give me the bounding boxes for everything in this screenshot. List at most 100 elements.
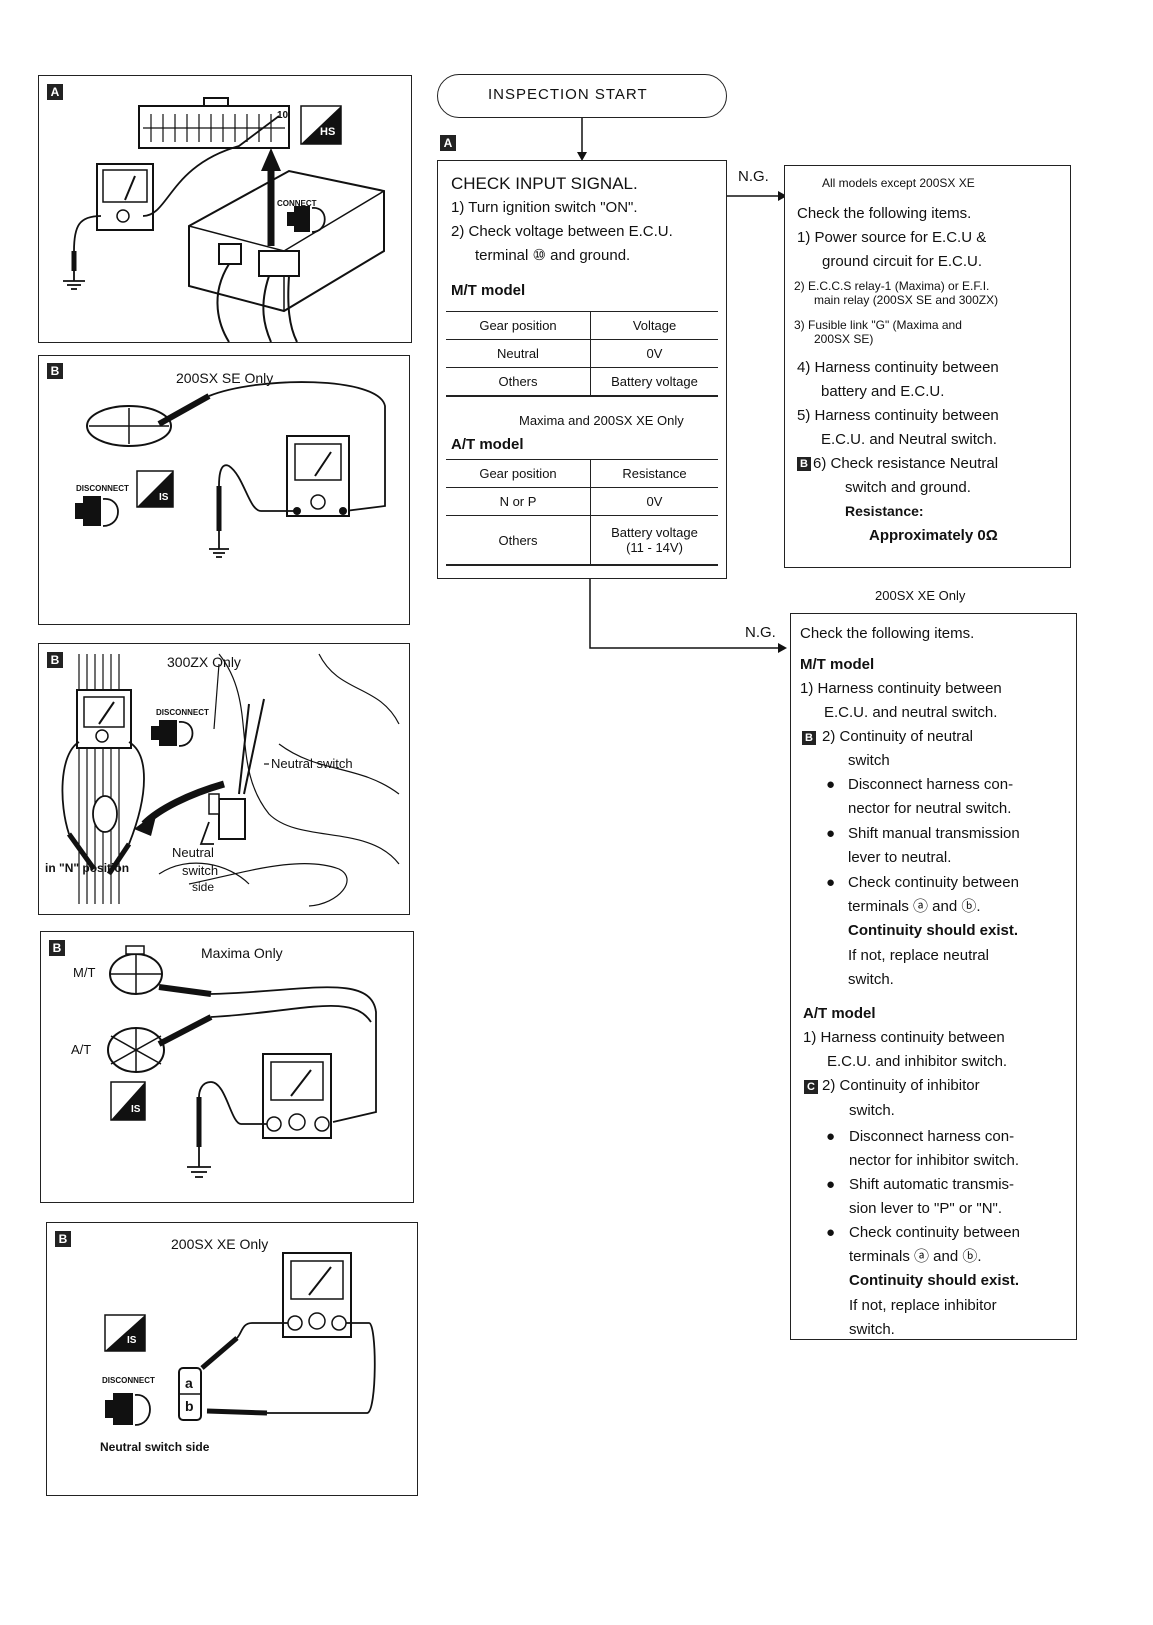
panel-title: 200SX XE Only [171, 1236, 269, 1252]
neutral-switch-side-label-3: side [192, 880, 215, 894]
table-cell: Others [446, 367, 591, 397]
ng2-at-line: 1) Harness continuity between [803, 1029, 1005, 1046]
at-note: Maxima and 200SX XE Only [519, 413, 684, 428]
maxima-ohmmeter-illustration [107, 945, 377, 1178]
ng2-at-line: Continuity should exist. [849, 1272, 1020, 1289]
table-cell: Battery voltage (11 - 14V) [590, 515, 718, 566]
bullet-icon: ● [826, 1224, 836, 1241]
is-badge-label: IS [159, 492, 169, 503]
is-badge-label: IS [127, 1335, 137, 1346]
table-cell: N or P [446, 487, 591, 516]
ng2-mt-line: 1) Harness continuity between [800, 680, 1002, 697]
is-badge-label: IS [131, 1104, 141, 1115]
ng1-item: Approximately 0Ω [869, 527, 998, 544]
table-cell: Neutral [446, 339, 591, 368]
ng1-tag-b: B [797, 457, 811, 471]
ng2-at-heading: A/T model [803, 1005, 876, 1022]
pin-number-label: 10 [277, 110, 289, 121]
inspection-start-label: INSPECTION START [488, 86, 648, 103]
at-resistance-table: Gear position Resistance N or P 0V Other… [446, 459, 718, 566]
ng-box-1-header: All models except 200SX XE [822, 176, 975, 190]
ng1-item: 4) Harness continuity between [797, 359, 999, 376]
ng2-at-line: Shift automatic transmis- [849, 1176, 1015, 1193]
mt-model-heading: M/T model [451, 282, 526, 299]
ng2-at-line: 2) Continuity of inhibitor [822, 1077, 980, 1094]
check-box-title: CHECK INPUT SIGNAL. [451, 174, 638, 193]
table-row: Neutral 0V [446, 339, 718, 368]
ecu-voltage-illustration [63, 97, 385, 343]
check-step-2a: 2) Check voltage between E.C.U. [451, 223, 673, 240]
table-row: Others Battery voltage [446, 367, 718, 397]
ng2-at-line: sion lever to "P" or "N". [849, 1200, 1003, 1217]
table-cell: Others [446, 515, 591, 566]
bullet-icon: ● [826, 825, 836, 842]
diagram-panel-200sx-se: B 200SX SE Only DISCONNECT IS [38, 355, 410, 625]
table-header-cell: Gear position [446, 311, 591, 340]
diagram-panel-ecu-voltage: A [38, 75, 412, 343]
in-n-position-label: in "N" position [45, 861, 130, 875]
section-tag-a: A [47, 84, 63, 100]
panel-title: Maxima Only [201, 945, 283, 961]
ng2-mt-line: terminals ⓐ and ⓑ. [848, 898, 981, 915]
ng2-mt-line: lever to neutral. [848, 849, 952, 866]
mt-voltage-table: Gear position Voltage Neutral 0V Others … [446, 311, 718, 397]
check-step-2b: terminal ⑩ and ground. [475, 247, 631, 264]
ng2-mt-line: Shift manual transmission [848, 825, 1020, 842]
section-tag-b: B [55, 1231, 71, 1247]
ng-box-all-models [784, 165, 1071, 568]
ng-box-2-header: 200SX XE Only [875, 588, 966, 603]
ng2-mt-heading: M/T model [800, 656, 875, 673]
ng1-item: E.C.U. and Neutral switch. [821, 431, 997, 448]
ng1-item: 1) Power source for E.C.U & [797, 229, 987, 246]
table-row: Gear position Resistance [446, 459, 718, 488]
ng2-mt-line: E.C.U. and neutral switch. [824, 704, 998, 721]
ng2-mt-line: 2) Continuity of neutral [822, 728, 973, 745]
ng2-at-line: switch. [849, 1102, 895, 1119]
ng2-mt-line: Disconnect harness con- [848, 776, 1014, 793]
ng2-at-line: terminals ⓐ and ⓑ. [849, 1248, 982, 1265]
ng2-at-line: Disconnect harness con- [849, 1128, 1015, 1145]
ng2-mt-line: nector for neutral switch. [848, 800, 1012, 817]
ng1-item: 200SX SE) [814, 332, 874, 346]
ohmmeter-illustration [75, 381, 386, 558]
panel-title: 200SX SE Only [176, 370, 274, 386]
ng1-item: 3) Fusible link "G" (Maxima and [794, 318, 962, 332]
diagram-panel-300zx: B 300ZX Only DISCON [38, 643, 410, 915]
table-cell: 0V [590, 339, 718, 368]
at-model-heading: A/T model [451, 436, 524, 453]
disconnect-label: DISCONNECT [156, 708, 209, 717]
ng2-at-line: E.C.U. and inhibitor switch. [827, 1053, 1008, 1070]
ng1-item: main relay (200SX SE and 300ZX) [814, 293, 999, 307]
ng2-mt-line: switch. [848, 971, 894, 988]
ng-box-2-intro: Check the following items. [800, 625, 975, 642]
table-row: N or P 0V [446, 487, 718, 516]
ng2-at-line: If not, replace inhibitor [849, 1297, 997, 1314]
ng-box-200sx-xe [790, 613, 1077, 1340]
table-cell: 0V [590, 487, 718, 516]
ng2-mt-line: switch [848, 752, 890, 769]
ng2-at-line: switch. [849, 1321, 895, 1338]
ng2-at-line: Check continuity between [849, 1224, 1020, 1241]
ng1-item: 6) Check resistance Neutral [813, 455, 999, 472]
ng2-mt-line: Continuity should exist. [848, 922, 1019, 939]
section-tag-b: B [47, 652, 63, 668]
ng2-at-line: nector for inhibitor switch. [849, 1152, 1020, 1169]
neutral-switch-illustration [61, 653, 400, 907]
mt-label: M/T [73, 965, 96, 980]
table-row: Others Battery voltage (11 - 14V) [446, 515, 718, 566]
terminal-a-label: a [185, 1375, 193, 1391]
ng1-item: switch and ground. [845, 479, 971, 496]
table-cell: Battery voltage [590, 367, 718, 397]
neutral-switch-side-label-2: switch [182, 863, 219, 878]
ng2-mt-line: Check continuity between [848, 874, 1019, 891]
at-label: A/T [71, 1042, 92, 1057]
check-step-1: 1) Turn ignition switch "ON". [451, 199, 638, 216]
ng1-item: Resistance: [845, 503, 924, 519]
inspection-start-terminal [437, 74, 727, 118]
table-row: Gear position Voltage [446, 311, 718, 340]
bullet-icon: ● [826, 874, 836, 891]
hs-badge-label: HS [320, 126, 336, 138]
ng-box-1-intro: Check the following items. [797, 205, 972, 222]
neutral-switch-side-label-1: Neutral [172, 845, 214, 860]
